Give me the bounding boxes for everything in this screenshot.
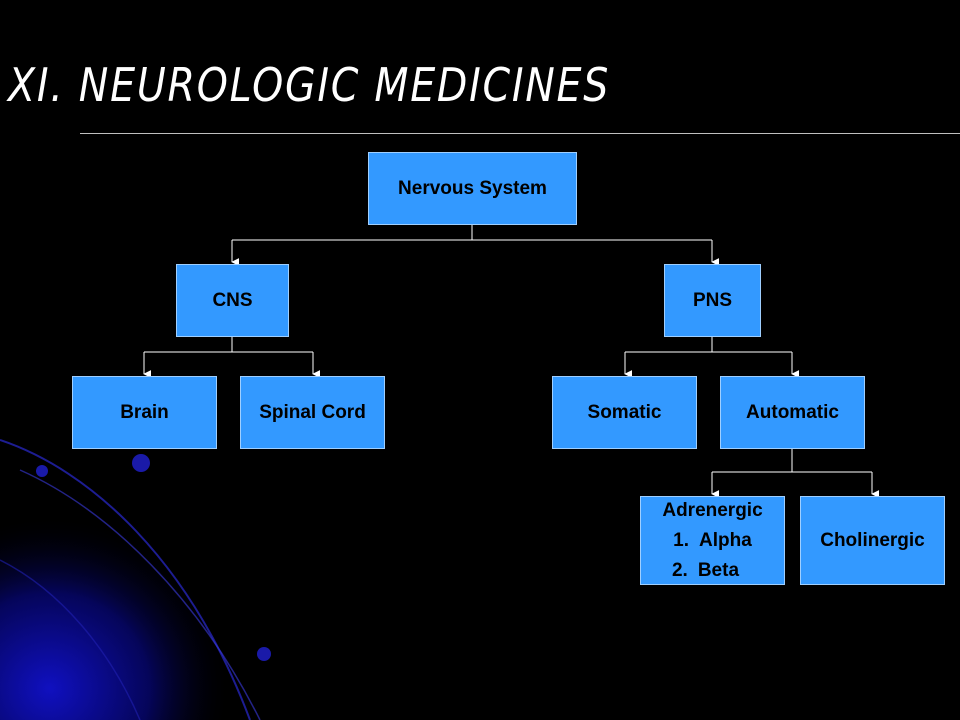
node-automatic: Automatic (720, 376, 865, 449)
node-label: PNS (692, 289, 733, 311)
backdrop-dot (36, 465, 48, 477)
backdrop-dot (132, 454, 150, 472)
connector-pns (625, 336, 792, 353)
connector-automatic (712, 448, 872, 473)
node-label: Adrenergic (662, 499, 763, 521)
backdrop-arc (19, 469, 261, 720)
node-brain: Brain (72, 376, 217, 449)
adrenergic-item: 2. Beta (672, 556, 739, 586)
node-spinal-cord: Spinal Cord (240, 376, 385, 449)
adrenergic-item: 1. Alpha (673, 526, 752, 556)
node-label: Nervous System (398, 177, 547, 199)
connector-cns (144, 336, 313, 353)
backdrop-dot (257, 647, 271, 661)
node-cholinergic: Cholinergic (800, 496, 945, 585)
node-pns: PNS (664, 264, 761, 337)
node-label: Somatic (587, 401, 662, 423)
title-divider (80, 133, 960, 134)
item-text: Alpha (699, 529, 752, 551)
backdrop-arc (0, 559, 141, 720)
item-number: 2. (671, 559, 688, 581)
node-label: CNS (212, 289, 253, 311)
node-adrenergic: Adrenergic 1. Alpha 2. Beta (640, 496, 785, 585)
node-label: Cholinergic (820, 529, 925, 551)
connector-root (232, 224, 712, 241)
node-label: Spinal Cord (259, 401, 366, 423)
item-number: 1. (673, 529, 690, 551)
node-somatic: Somatic (552, 376, 697, 449)
node-label: Brain (120, 401, 169, 423)
node-label: Automatic (746, 401, 839, 423)
backdrop-arc (0, 439, 251, 720)
slide-title: XI. NEUROLOGIC MEDICINES (8, 58, 611, 112)
node-cns: CNS (176, 264, 289, 337)
item-text: Beta (697, 559, 740, 581)
node-nervous-system: Nervous System (368, 152, 577, 225)
